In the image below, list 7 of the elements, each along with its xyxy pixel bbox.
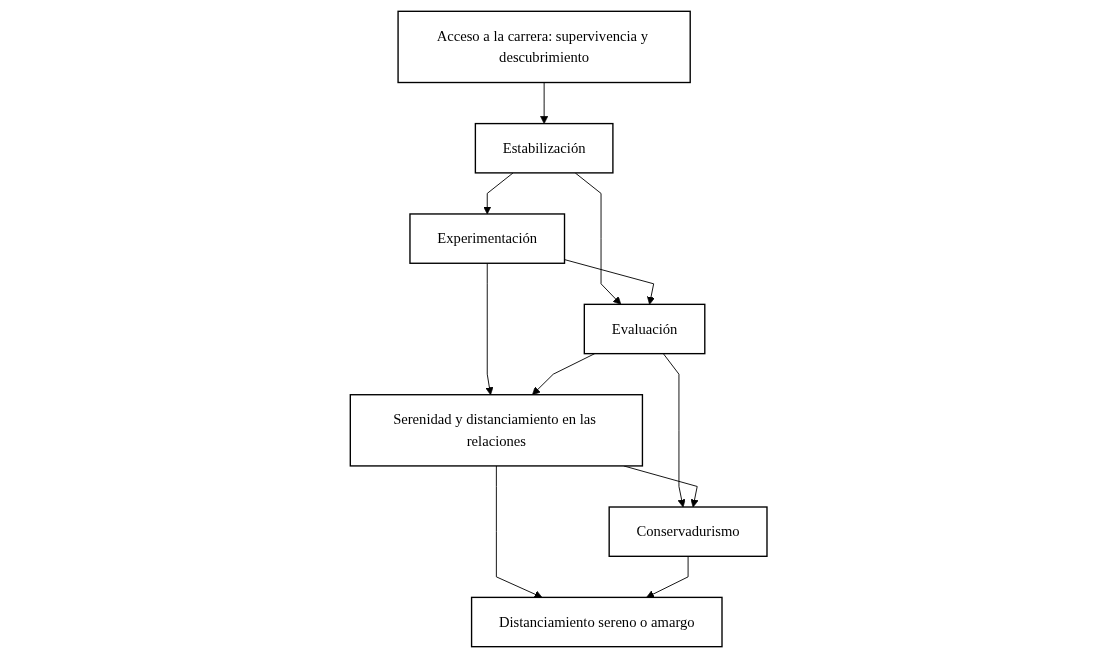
node-box: Evaluación bbox=[583, 303, 706, 355]
node-box: Acceso a la carrera: supervivencia y descubrimiento bbox=[397, 10, 692, 84]
node-box: Estabilización bbox=[475, 122, 614, 174]
node-box: Conservadurismo bbox=[608, 506, 768, 557]
node-box: Serenidad y distanciamiento en las relaciones bbox=[349, 394, 644, 467]
node-box: Experimentación bbox=[409, 213, 566, 264]
node-box: Distanciamiento sereno o amargo bbox=[471, 596, 724, 648]
